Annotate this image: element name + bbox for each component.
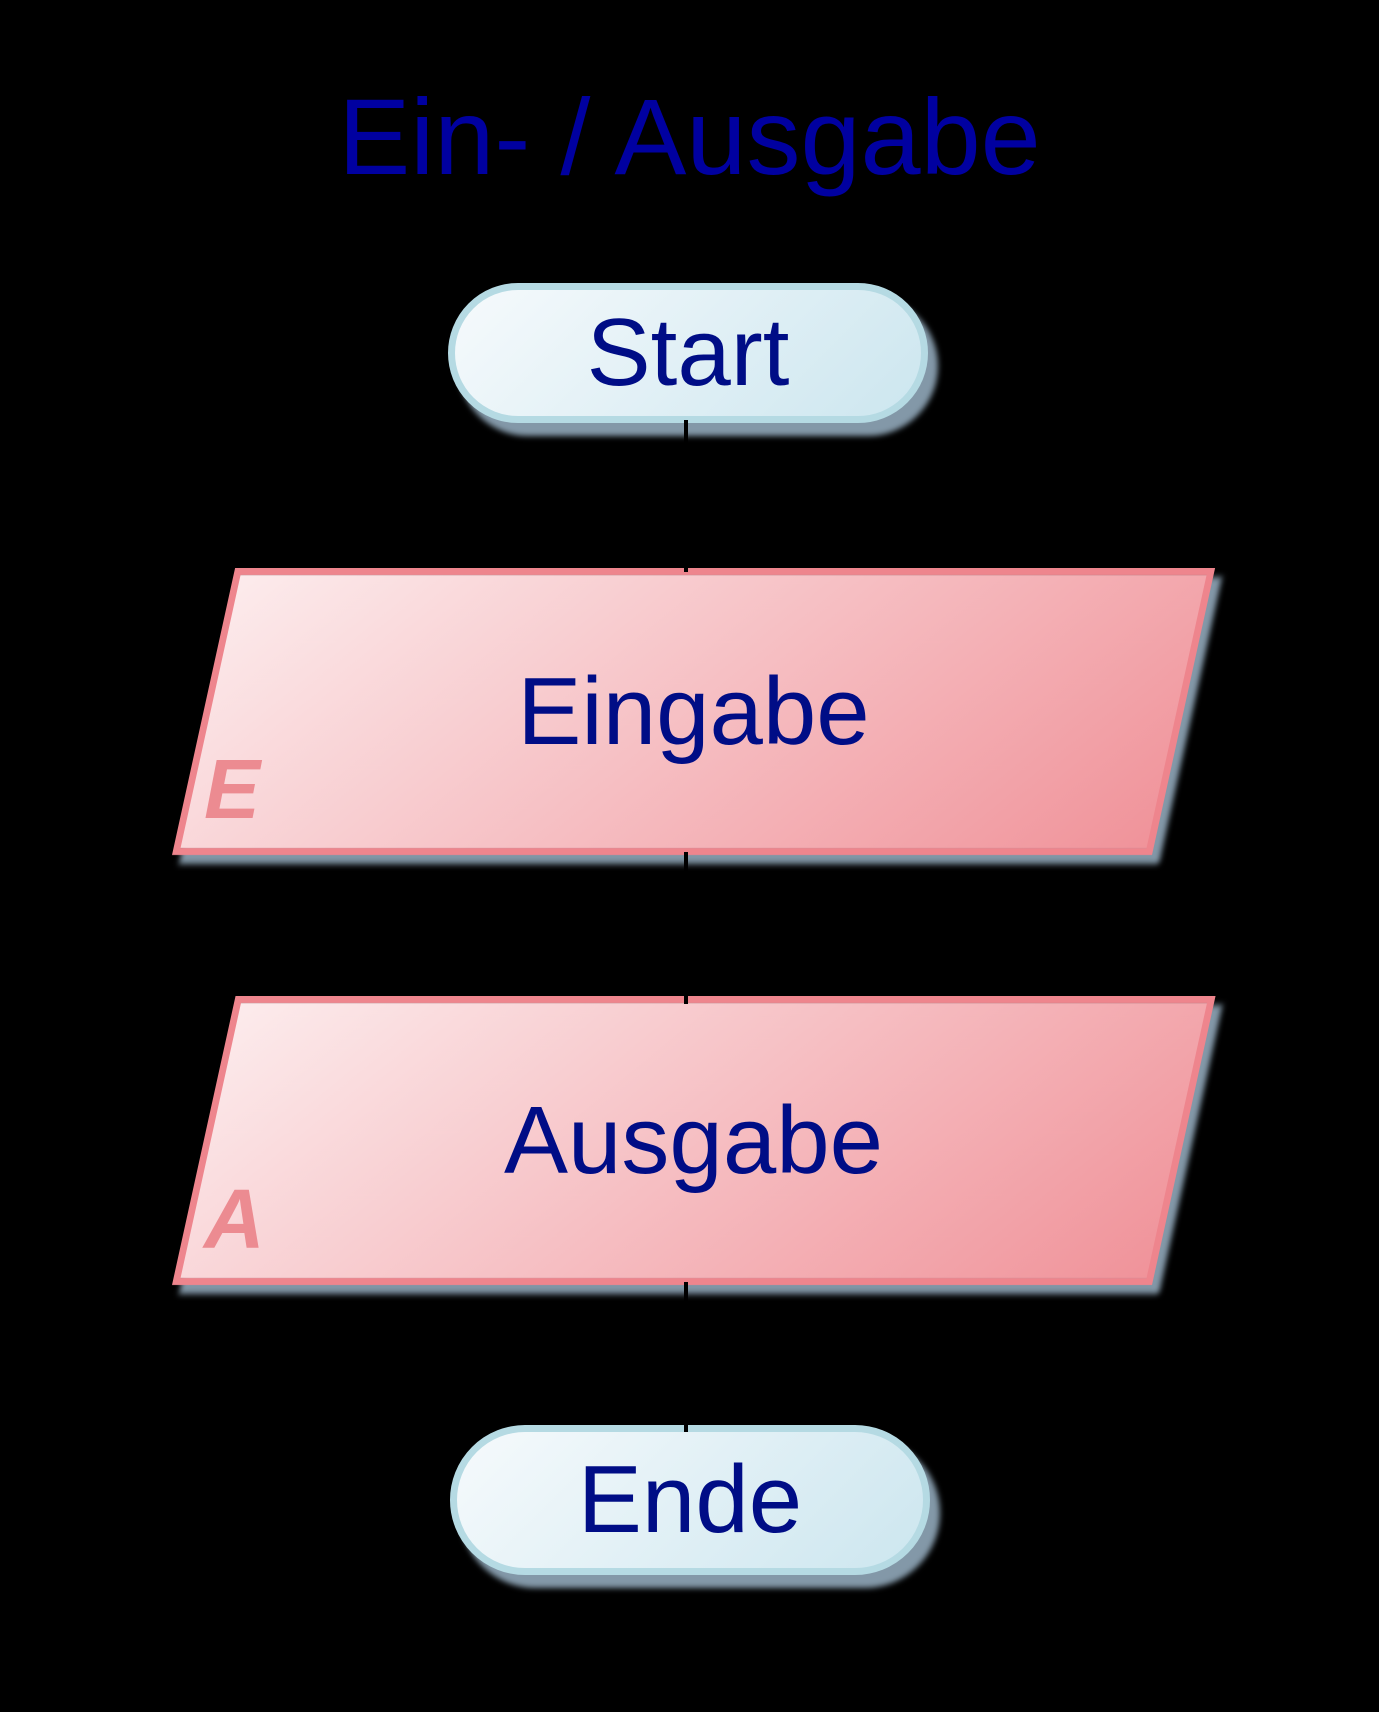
diagram-title: Ein- / Ausgabe [338,76,1041,197]
ausgabe-corner-letter: A [204,1172,265,1266]
eingabe-corner-letter: E [204,742,261,836]
ausgabe-content: Ausgabe [235,996,1152,1285]
connector-eingabe-to-ausgabe [684,852,688,1004]
node-start-label: Start [586,299,790,406]
connector-start-to-eingabe [684,420,688,572]
node-ende-label: Ende [577,1446,803,1553]
node-start-terminal: Start [448,283,928,423]
eingabe-content: Eingabe [235,568,1152,855]
connector-ausgabe-to-ende [684,1282,688,1432]
node-ausgabe-io: A Ausgabe [172,996,1216,1285]
node-eingabe-label: Eingabe [517,657,870,765]
node-ausgabe-label: Ausgabe [504,1086,883,1194]
node-eingabe-io: E Eingabe [172,568,1216,855]
node-ende-terminal: Ende [450,1425,930,1575]
